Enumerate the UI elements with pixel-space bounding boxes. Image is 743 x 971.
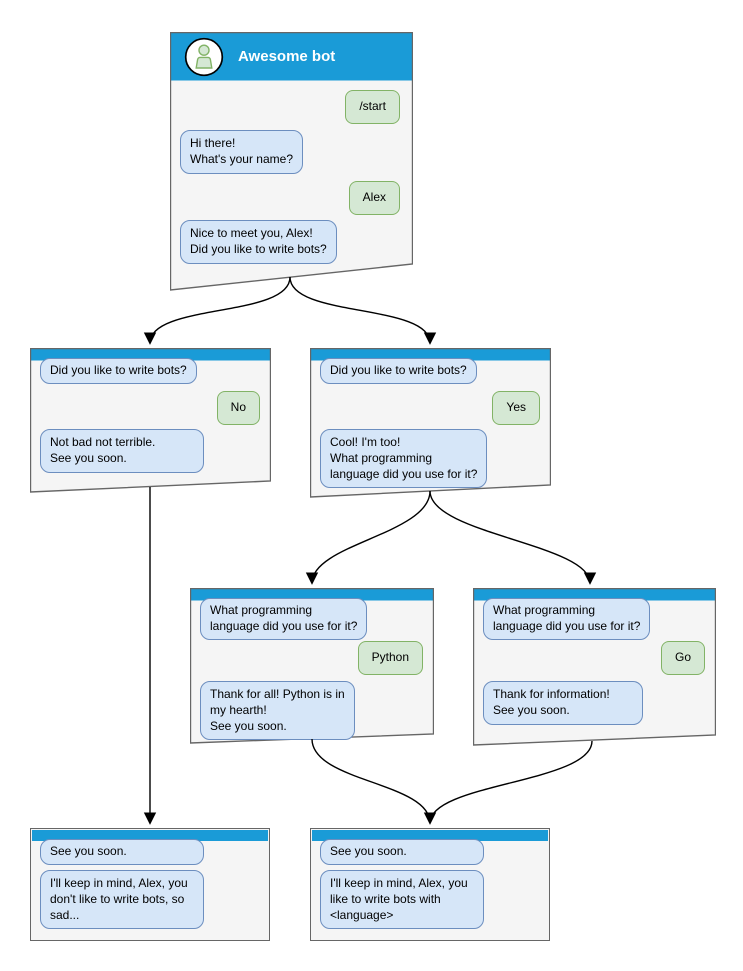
bot-question-bubble: What programming language did you use fo… xyxy=(200,598,368,640)
user-message-name: Alex xyxy=(348,181,400,215)
user-message-start: /start xyxy=(345,90,400,124)
bot-question-bubble: Did you like to write bots? xyxy=(40,358,197,384)
connector-yes-to-go xyxy=(429,490,597,585)
user-answer-yes: Yes xyxy=(492,391,540,425)
bot-message-greeting: Hi there! What's your name? xyxy=(180,130,304,174)
chat-window-main: Awesome bot /start Hi there! What's your… xyxy=(170,32,413,291)
window-title: Awesome bot xyxy=(238,48,336,65)
user-answer-go: Go xyxy=(660,641,705,675)
bot-reply-bubble: Cool! I'm too! What programming language… xyxy=(320,429,488,489)
chat-window-python: What programming language did you use fo… xyxy=(190,588,434,744)
bot-reply-bubble: Thank for all! Python is in my hearth! S… xyxy=(200,681,355,741)
window-titlebar: Awesome bot xyxy=(171,33,411,80)
chat-window-yes: Did you like to write bots? Yes Cool! I'… xyxy=(310,348,551,498)
bot-question-bubble: See you soon. xyxy=(320,839,484,865)
connector-python-to-end xyxy=(311,738,437,825)
bot-question-bubble: What programming language did you use fo… xyxy=(483,598,651,640)
window-titlebar xyxy=(32,830,268,841)
bot-message-question: Nice to meet you, Alex! Did you like to … xyxy=(180,220,337,264)
user-answer-python: Python xyxy=(357,641,423,675)
bot-question-bubble: Did you like to write bots? xyxy=(320,358,477,384)
bot-reply-bubble: Thank for information! See you soon. xyxy=(483,681,643,725)
chat-window-end-no: See you soon. I'll keep in mind, Alex, y… xyxy=(30,828,270,941)
person-icon xyxy=(184,37,224,76)
chat-window-end-yes: See you soon. I'll keep in mind, Alex, y… xyxy=(310,828,550,941)
bot-reply-bubble: Not bad not terrible. See you soon. xyxy=(40,429,204,473)
connector-yes-to-python xyxy=(305,490,431,585)
bot-question-bubble: See you soon. xyxy=(40,839,204,865)
bot-reply-bubble: I'll keep in mind, Alex, you like to wri… xyxy=(320,870,484,930)
chat-window-no: Did you like to write bots? No Not bad n… xyxy=(30,348,271,493)
user-answer-no: No xyxy=(216,391,260,425)
window-titlebar xyxy=(312,830,548,841)
connector-go-to-end xyxy=(429,740,593,824)
bot-reply-bubble: I'll keep in mind, Alex, you don't like … xyxy=(40,870,204,930)
chat-window-go: What programming language did you use fo… xyxy=(473,588,716,746)
